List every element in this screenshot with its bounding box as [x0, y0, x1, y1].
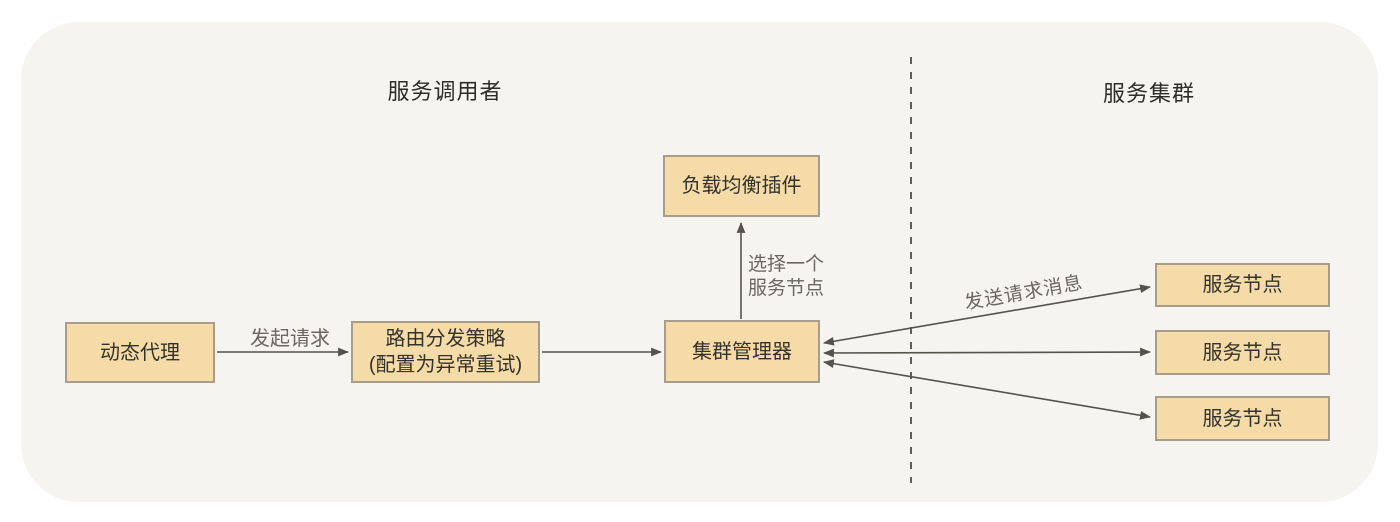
node-routing-strategy-label-line1: 路由分发策略: [385, 328, 506, 350]
edge-label-initiate-request: 发起请求: [250, 328, 330, 350]
node-load-balancer-plugin: 负载均衡插件: [663, 155, 820, 217]
edge-label-select-service-node: 选择一个 服务节点: [748, 253, 824, 301]
node-cluster-manager-label: 集群管理器: [692, 340, 792, 363]
node-service-node-2-label: 服务节点: [1202, 341, 1283, 364]
arrow-cluster-manager-service-node-3: [822, 359, 1152, 420]
node-routing-strategy-label-line2: (配置为异常重试): [368, 354, 523, 376]
edge-label-select-service-node-line1: 选择一个: [748, 254, 825, 275]
section-title-service-caller: 服务调用者: [387, 79, 503, 104]
node-service-node-3-label: 服务节点: [1202, 407, 1283, 430]
node-service-node-2: 服务节点: [1155, 330, 1330, 375]
edge-label-select-service-node-line2: 服务节点: [748, 278, 825, 299]
section-title-service-cluster: 服务集群: [1102, 81, 1195, 106]
arrow-cluster-manager-service-node-2: [822, 347, 1152, 358]
node-dynamic-proxy: 动态代理: [65, 322, 215, 383]
node-load-balancer-plugin-label: 负载均衡插件: [681, 175, 802, 197]
diagram-panel: [21, 22, 1378, 502]
node-service-node-1-label: 服务节点: [1202, 274, 1283, 296]
node-service-node-3: 服务节点: [1155, 396, 1330, 441]
node-routing-strategy: 路由分发策略 (配置为异常重试): [351, 321, 540, 383]
arrow-cluster-manager-service-node-1: [822, 284, 1152, 346]
node-dynamic-proxy-label: 动态代理: [100, 341, 180, 364]
node-cluster-manager: 集群管理器: [664, 320, 820, 383]
node-service-node-1: 服务节点: [1155, 263, 1330, 307]
